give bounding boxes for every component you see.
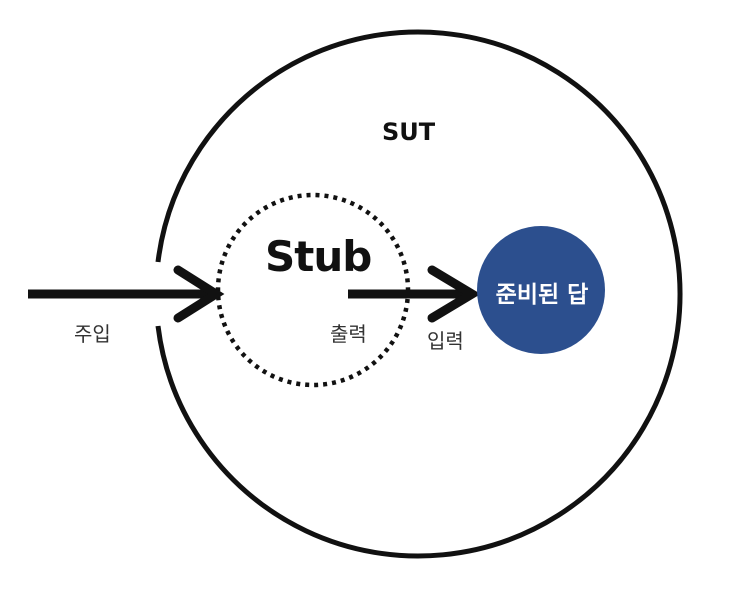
prepared-answer-circle xyxy=(477,226,605,354)
prepared-answer-label: 준비된 답 xyxy=(495,282,589,308)
inject-arrow xyxy=(28,265,225,323)
output-arrow xyxy=(348,265,481,323)
sut-label: SUT xyxy=(382,118,436,146)
stub-label: Stub xyxy=(265,232,372,281)
inject-label: 주입 xyxy=(74,322,111,346)
input-label: 입력 xyxy=(427,329,464,353)
sut-boundary-circle xyxy=(155,29,683,559)
output-label: 출력 xyxy=(330,322,367,346)
